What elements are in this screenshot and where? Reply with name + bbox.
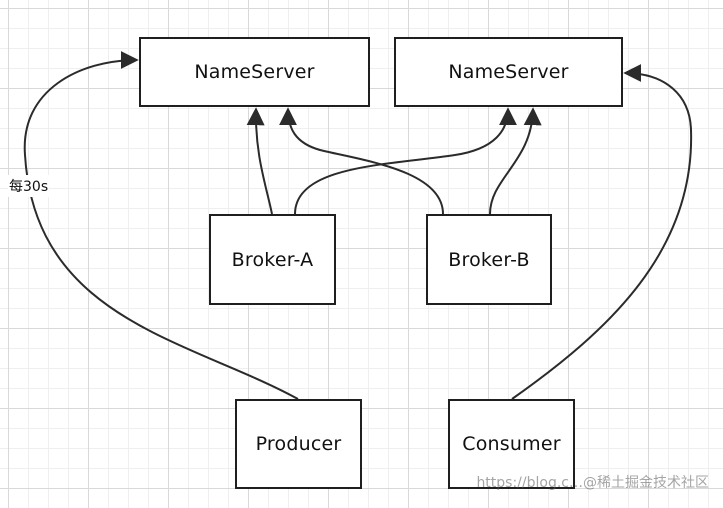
consumer-box[interactable]: Consumer [448, 399, 575, 489]
nameserver-2-box[interactable]: NameServer [394, 37, 623, 107]
watermark-text: https://blog.c…@稀土掘金技术社区 [476, 475, 709, 491]
broker-b-label: Broker-B [448, 248, 530, 271]
consumer-label: Consumer [462, 433, 561, 455]
broker-a-label: Broker-A [231, 248, 314, 271]
producer-box[interactable]: Producer [235, 399, 362, 489]
edge-broker-b-to-nameserver-1 [279, 107, 444, 215]
nameserver-1-label: NameServer [194, 61, 315, 83]
edge-consumer-to-nameserver-2 [511, 64, 693, 400]
edge-broker-b-to-nameserver-2 [489, 107, 542, 215]
edge-producer-to-nameserver-1 [23, 51, 299, 400]
broker-a-box[interactable]: Broker-A [209, 214, 336, 305]
nameserver-1-box[interactable]: NameServer [139, 37, 370, 107]
nameserver-2-label: NameServer [448, 61, 569, 83]
heartbeat-interval-label: 每30s [8, 175, 50, 197]
edge-broker-a-to-nameserver-2 [294, 107, 517, 215]
edge-broker-a-to-nameserver-1 [246, 107, 273, 215]
producer-label: Producer [255, 433, 342, 455]
broker-b-box[interactable]: Broker-B [426, 214, 552, 305]
